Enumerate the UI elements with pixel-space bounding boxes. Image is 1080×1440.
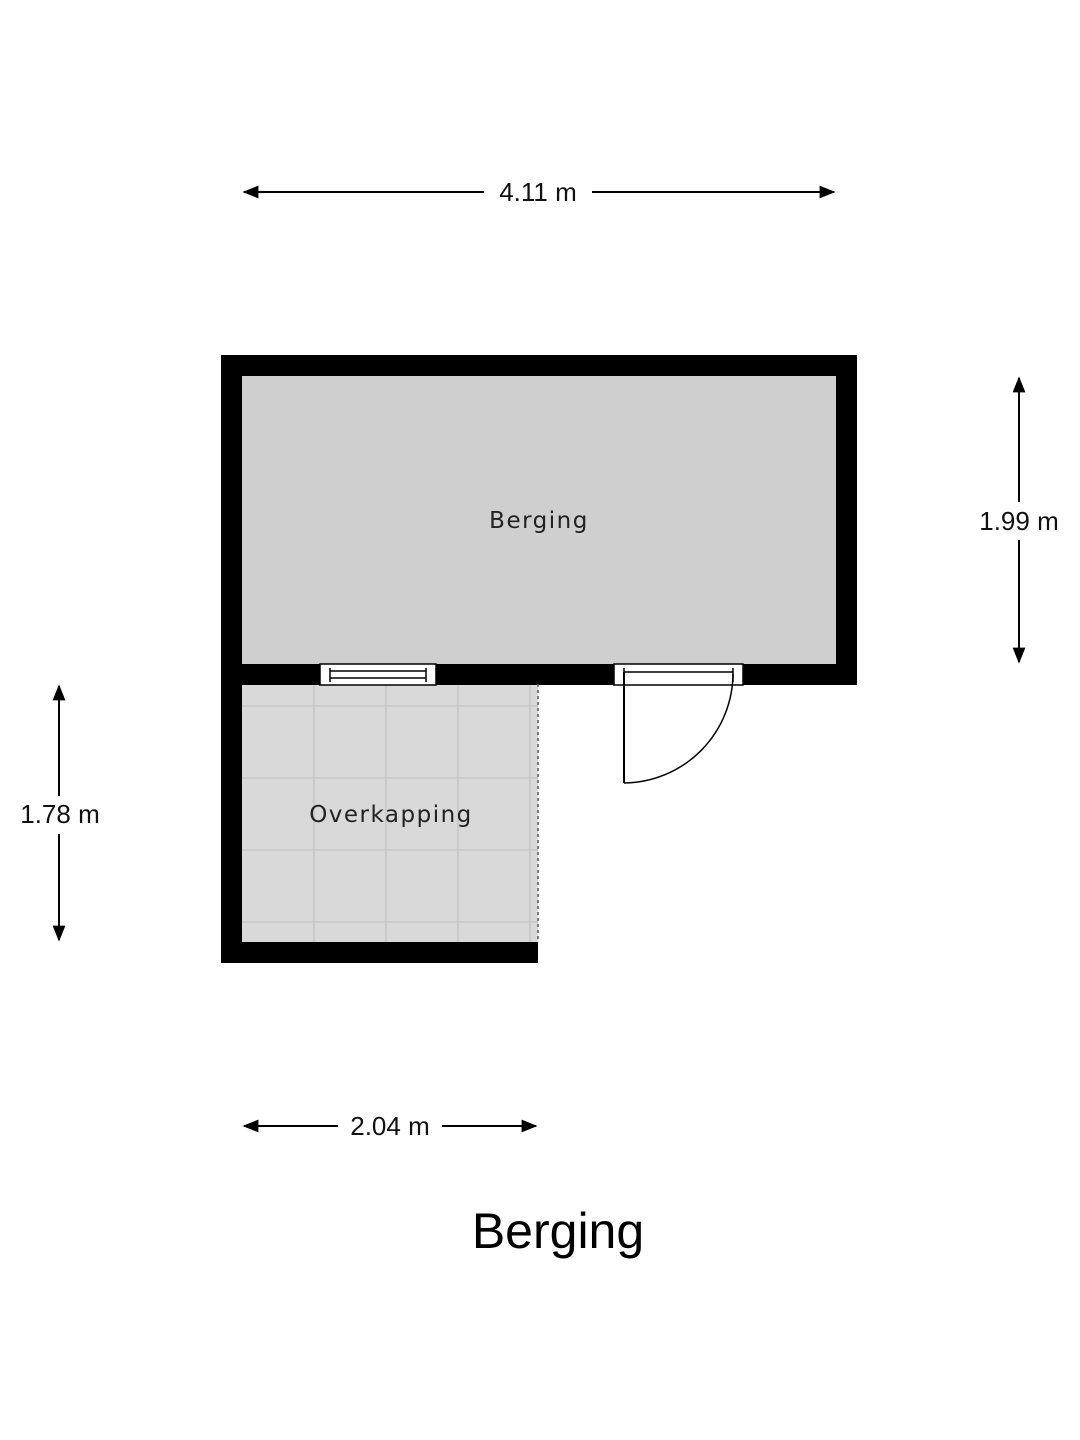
dimension-right-height: 1.99 m [979,376,1059,664]
wall-middle-2 [436,664,614,685]
svg-text:4.11 m: 4.11 m [499,177,577,207]
dimension-top-width: 4.11 m [242,177,836,207]
wall-middle-3 [743,664,836,685]
plan-title: Berging [472,1203,644,1259]
window [319,663,437,686]
door-swing-arc [623,673,734,784]
svg-text:2.04 m: 2.04 m [350,1111,430,1141]
wall-left [221,355,242,963]
wall-right [836,355,857,685]
walls [221,355,857,963]
wall-top [221,355,857,376]
door [613,663,744,784]
overkapping-floor [242,684,538,942]
svg-text:1.78 m: 1.78 m [20,799,100,829]
dimension-bottom-width: 2.04 m [242,1111,538,1141]
room-label-overkapping: Overkapping [309,802,473,828]
wall-bottom [221,942,538,963]
wall-middle-1 [242,664,320,685]
room-label-berging: Berging [489,508,589,534]
berging-floor [242,376,836,664]
svg-text:1.99 m: 1.99 m [979,506,1059,536]
dimension-left-height: 1.78 m [20,684,100,942]
